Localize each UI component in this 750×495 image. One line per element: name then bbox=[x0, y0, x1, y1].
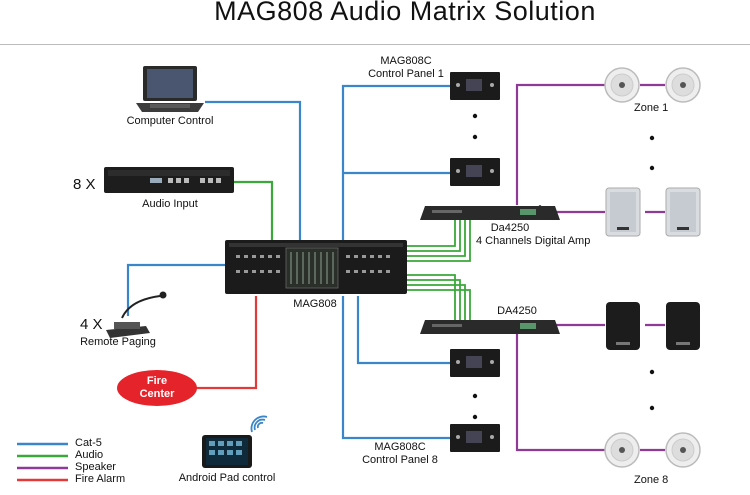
legend-label-audio: Audio bbox=[75, 449, 104, 461]
matrix-device-icon bbox=[225, 240, 407, 294]
audio-input-count-label: 8 X bbox=[73, 176, 96, 193]
legend-label-fire-alarm: Fire Alarm bbox=[75, 473, 126, 485]
matrix-label: MAG808 bbox=[293, 298, 337, 310]
audio-input-label: Audio Input bbox=[142, 198, 198, 210]
wall-speaker-icon bbox=[665, 187, 701, 237]
wifi-icon bbox=[250, 415, 268, 433]
speaker-wires bbox=[515, 83, 665, 452]
ellipsis-dots bbox=[472, 113, 655, 420]
control-panel-8-name: Control Panel 8 bbox=[362, 454, 438, 466]
diagram-title: MAG808 Audio Matrix Solution bbox=[214, 0, 596, 26]
android-pad-icon bbox=[202, 435, 252, 468]
control-panel-device-icon bbox=[450, 424, 500, 452]
ceiling-speaker-icon bbox=[604, 432, 640, 468]
ceiling-speaker-icon bbox=[604, 67, 640, 103]
box-speaker-icon bbox=[606, 302, 640, 350]
paging-count-label: 4 X bbox=[80, 316, 103, 333]
amp-1-model: Da4250 bbox=[490, 222, 530, 234]
amplifier-device-icon bbox=[420, 320, 560, 334]
wall-speaker-icon bbox=[605, 187, 641, 237]
control-panel-8-model: MAG808C bbox=[374, 441, 426, 453]
paging-microphone-icon bbox=[106, 291, 167, 338]
ceiling-speaker-icon bbox=[665, 67, 701, 103]
audio-input-device-icon bbox=[104, 167, 234, 193]
amplifier-device-icon bbox=[420, 206, 560, 220]
zone-8-label: Zone 8 bbox=[634, 474, 669, 486]
ceiling-speaker-icon bbox=[665, 432, 701, 468]
zone-1-label: Zone 1 bbox=[634, 102, 669, 114]
box-speaker-icon bbox=[666, 302, 700, 350]
control-panel-device-icon bbox=[450, 72, 500, 100]
title-divider bbox=[0, 44, 750, 45]
legend-label-speaker: Speaker bbox=[75, 461, 116, 473]
amp-2-model: DA4250 bbox=[497, 305, 537, 317]
fire-center-badge bbox=[117, 370, 197, 406]
laptop-icon bbox=[136, 66, 204, 112]
audio-wires bbox=[234, 180, 274, 244]
remote-paging-label: Remote Paging bbox=[80, 336, 156, 348]
computer-control-label: Computer Control bbox=[126, 115, 214, 127]
android-pad-label: Android Pad control bbox=[178, 472, 276, 484]
cat5-wires bbox=[126, 84, 450, 440]
fire-alarm-wires bbox=[196, 296, 258, 390]
control-panel-device-icon bbox=[450, 158, 500, 186]
fire-center-label: Fire Center bbox=[139, 375, 175, 400]
control-panel-1-name: Control Panel 1 bbox=[368, 68, 444, 80]
legend-label-cat5: Cat-5 bbox=[75, 437, 102, 449]
control-panel-1-model: MAG808C bbox=[380, 55, 432, 67]
control-panel-device-icon bbox=[450, 349, 500, 377]
amp-1-description: 4 Channels Digital Amp bbox=[476, 235, 591, 247]
legend-swatches bbox=[17, 442, 68, 482]
matrix-to-amp-audio-bundle bbox=[405, 218, 471, 322]
